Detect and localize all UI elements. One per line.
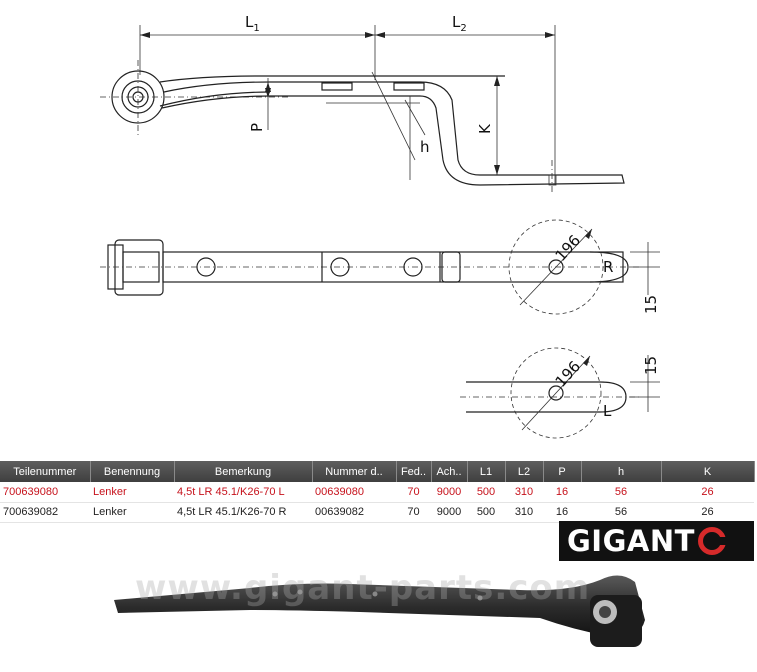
column-header-bemerkung[interactable]: Bemerkung (174, 461, 313, 482)
top-view-link (100, 219, 660, 315)
dim-label-r: R (603, 258, 613, 276)
cell-k: 26 (661, 482, 754, 503)
dim-label-l: L (603, 402, 612, 420)
cell-k: 26 (661, 502, 754, 523)
cell-achse: 9000 (431, 502, 467, 523)
column-header-h[interactable]: h (581, 461, 662, 482)
column-header-l2[interactable]: L2 (505, 461, 544, 482)
cell-benennung: Lenker (90, 482, 174, 503)
cell-bemerkung: 4,5t LR 45.1/K26-70 L (174, 482, 312, 503)
detail-view-left (460, 347, 660, 439)
parts-table: Teilenummer Benennung Bemerkung Nummer d… (0, 461, 755, 523)
cell-achse: 9000 (431, 482, 467, 503)
column-header-teilenummer[interactable]: Teilenummer (0, 461, 91, 482)
dimension-p (265, 78, 271, 130)
product-photo (114, 575, 645, 647)
column-header-nummer[interactable]: Nummer d.. (312, 461, 397, 482)
technical-drawing: L1 L2 P h K (100, 13, 660, 439)
dim-label-h: h (420, 138, 430, 156)
cell-feder: 70 (396, 482, 431, 503)
logo-text: GIGANT (567, 524, 695, 558)
cell-l2: 310 (505, 502, 543, 523)
cell-l2: 310 (505, 482, 543, 503)
dim-label-k: K (476, 123, 494, 134)
cell-nummer: 00639080 (312, 482, 396, 503)
cell-p: 16 (543, 502, 581, 523)
watermark-text: www.gigant-parts.com (135, 568, 591, 608)
dimension-l1-l2 (139, 25, 556, 185)
cell-benennung: Lenker (90, 502, 174, 523)
dim-label-15-top: 15 (642, 295, 660, 314)
cell-h: 56 (581, 502, 661, 523)
column-header-k[interactable]: K (661, 461, 755, 482)
cell-l1: 500 (467, 502, 505, 523)
dimension-k (494, 76, 500, 175)
dim-label-p: P (248, 123, 266, 132)
table-header-row: Teilenummer Benennung Bemerkung Nummer d… (0, 461, 755, 482)
cell-nummer: 00639082 (312, 502, 396, 523)
cell-teilenummer: 700639080 (0, 482, 90, 503)
gigant-logo: GIGANT (559, 521, 754, 561)
table-row[interactable]: 700639080 Lenker 4,5t LR 45.1/K26-70 L 0… (0, 482, 754, 503)
column-header-achse[interactable]: Ach.. (431, 461, 468, 482)
logo-ring-icon (697, 527, 727, 555)
column-header-l1[interactable]: L1 (467, 461, 506, 482)
side-view-link (100, 60, 625, 195)
column-header-benennung[interactable]: Benennung (90, 461, 175, 482)
column-header-p[interactable]: P (543, 461, 582, 482)
cell-teilenummer: 700639082 (0, 502, 90, 523)
dim-label-l2: L2 (452, 13, 467, 34)
dim-label-l1: L1 (245, 13, 260, 34)
cell-p: 16 (543, 482, 581, 503)
cell-feder: 70 (396, 502, 431, 523)
cell-l1: 500 (467, 482, 505, 503)
column-header-feder[interactable]: Fed.. (396, 461, 432, 482)
cell-h: 56 (581, 482, 661, 503)
dim-label-15-bottom: 15 (642, 356, 660, 375)
cell-bemerkung: 4,5t LR 45.1/K26-70 R (174, 502, 312, 523)
table-row[interactable]: 700639082 Lenker 4,5t LR 45.1/K26-70 R 0… (0, 502, 754, 523)
